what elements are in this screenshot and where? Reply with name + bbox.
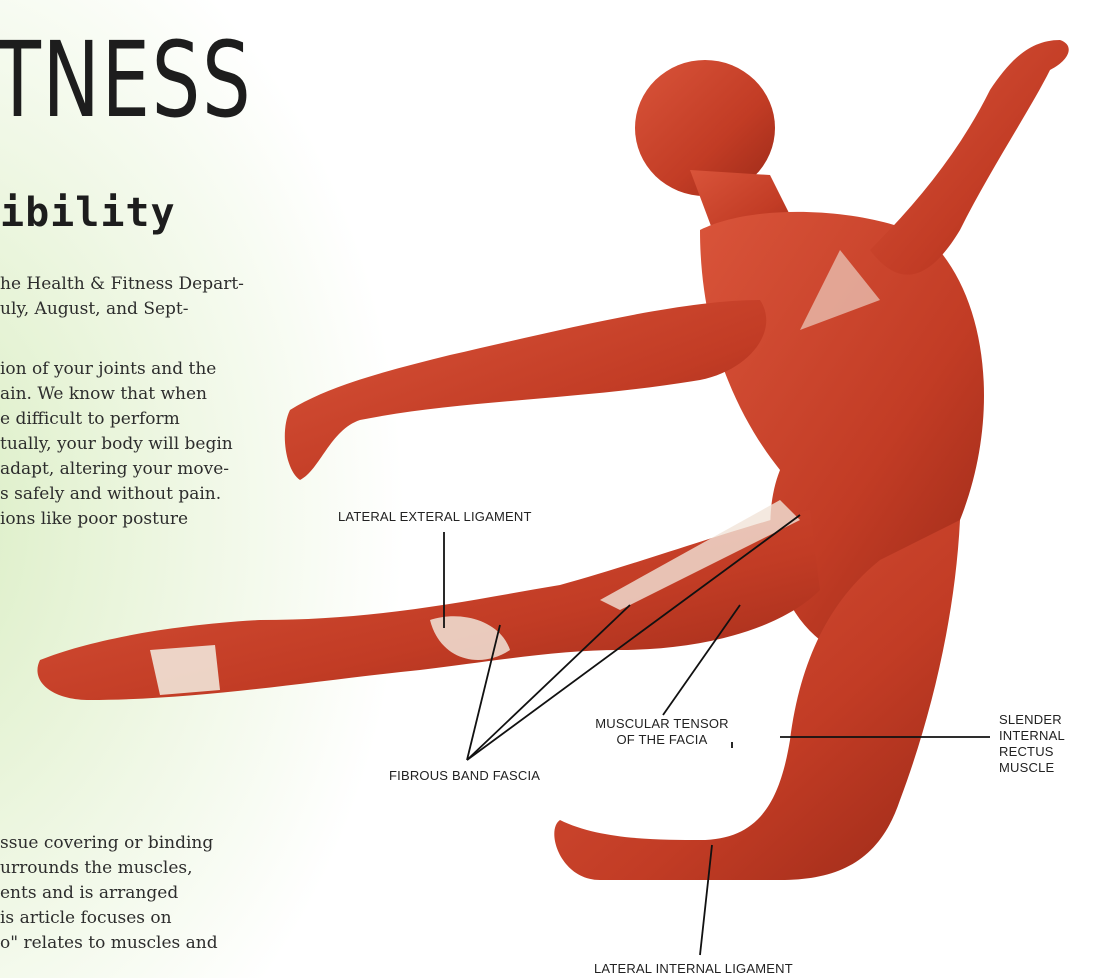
- label-lateral-exteral-ligament: LATERAL EXTERAL LIGAMENT: [338, 509, 532, 525]
- figure-left-arm: [285, 300, 766, 480]
- figure-right-arm: [870, 40, 1069, 275]
- label-slender-internal-rectus-muscle: SLENDER INTERNAL RECTUS MUSCLE: [999, 712, 1065, 776]
- label-muscular-tensor: MUSCULAR TENSOR OF THE FACIA: [582, 716, 742, 748]
- figure-tendon-ankle: [150, 645, 220, 695]
- label-fibrous-band-fascia: FIBROUS BAND FASCIA: [389, 768, 540, 784]
- label-lateral-internal-ligament: LATERAL INTERNAL LIGAMENT: [594, 961, 793, 977]
